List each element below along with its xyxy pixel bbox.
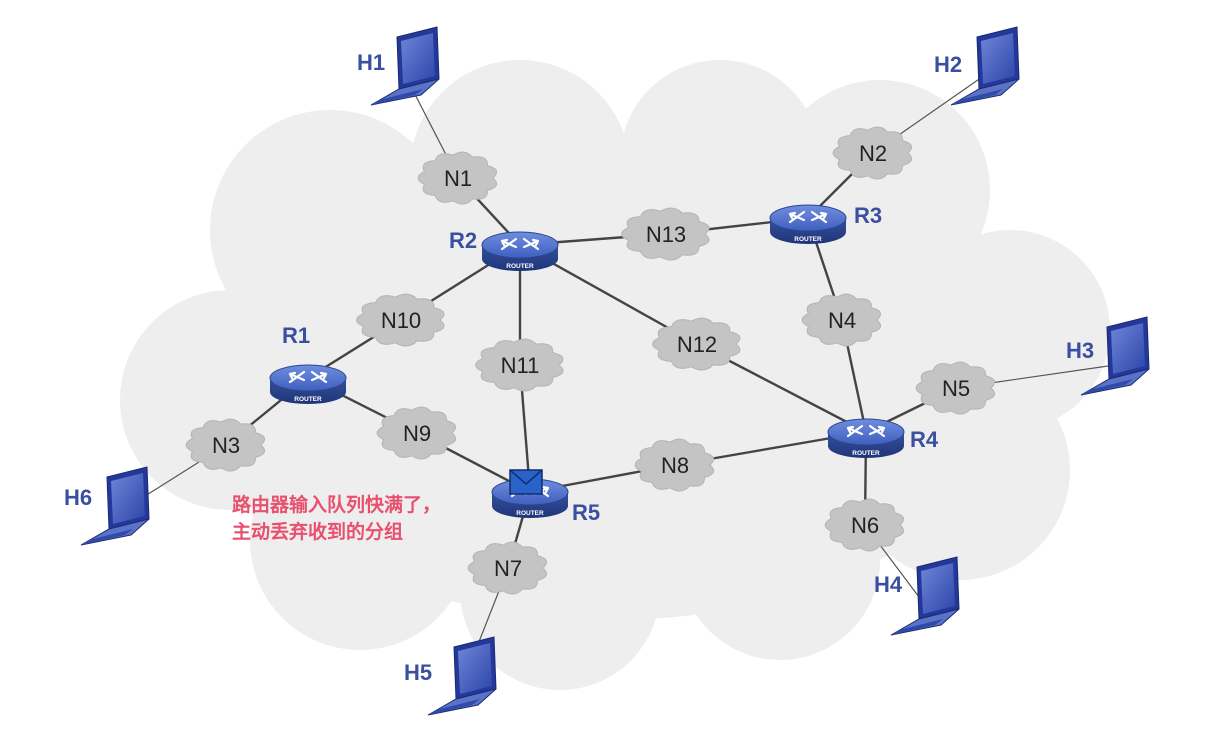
host-h1: H1 [357, 26, 440, 106]
network-cloud-shape [376, 406, 457, 460]
network-label: N10 [381, 308, 421, 333]
network-n6: N6 [824, 498, 905, 552]
network-n1: N1 [417, 151, 498, 205]
drop-annotation: 路由器输入队列快满了， 主动丢弃收到的分组 [232, 492, 441, 546]
router-badge: ROUTER [516, 510, 544, 517]
host-label: H4 [874, 572, 903, 597]
network-n12: N12 [652, 317, 741, 371]
network-cloud-shape [417, 151, 498, 205]
host-h6: H6 [64, 466, 150, 546]
host-label: H1 [357, 50, 385, 75]
network-label: N12 [677, 332, 717, 357]
network-cloud-shape [915, 361, 996, 415]
network-cloud-shape [621, 207, 710, 261]
router-r1: ROUTER R1 [269, 323, 347, 404]
network-n4: N4 [801, 293, 882, 347]
host-h2: H2 [934, 26, 1020, 106]
router-label: R3 [854, 203, 882, 228]
router-r3: ROUTER R3 [769, 203, 882, 244]
network-cloud-shape [475, 338, 564, 392]
host-label: H3 [1066, 338, 1094, 363]
laptop-icon [427, 636, 497, 716]
host-h3: H3 [1066, 316, 1150, 396]
network-cloud-shape [652, 317, 741, 371]
network-n13: N13 [621, 207, 710, 261]
network-label: N9 [403, 421, 431, 446]
network-n11: N11 [475, 338, 564, 392]
router-r4: ROUTER R4 [827, 418, 939, 458]
network-label: N6 [851, 513, 879, 538]
network-cloud-shape [634, 438, 715, 492]
packet-envelope-icon [509, 469, 543, 495]
host-h5: H5 [404, 636, 497, 716]
host-label: H6 [64, 485, 92, 510]
router-r2: ROUTER R2 [449, 228, 559, 271]
network-label: N1 [444, 166, 472, 191]
router-badge: ROUTER [794, 236, 822, 243]
laptop-icon [890, 556, 960, 636]
network-label: N8 [661, 453, 689, 478]
router-arrows-icon [288, 370, 328, 384]
network-label: N3 [212, 433, 240, 458]
router-top [481, 231, 559, 259]
router-label: R5 [572, 500, 600, 525]
network-label: N13 [646, 222, 686, 247]
network-n10: N10 [356, 293, 445, 347]
network-cloud-shape [356, 293, 445, 347]
network-cloud-shape [832, 126, 913, 180]
router-label: R1 [282, 323, 310, 348]
router-arrows-icon [788, 210, 828, 224]
router-arrows-icon [500, 237, 540, 251]
network-n5: N5 [915, 361, 996, 415]
network-label: N7 [494, 556, 522, 581]
router-badge: ROUTER [294, 396, 322, 403]
background-cloud [120, 60, 1110, 690]
network-n2: N2 [832, 126, 913, 180]
annotation-line-1: 路由器输入队列快满了， [232, 494, 442, 516]
router-top [827, 418, 905, 446]
laptop-icon [1080, 316, 1150, 396]
host-label: H2 [934, 52, 962, 77]
host-label: H5 [404, 660, 432, 685]
network-cloud-shape [467, 541, 548, 595]
network-label: N5 [942, 376, 970, 401]
network-n8: N8 [634, 438, 715, 492]
network-cloud-shape [801, 293, 882, 347]
network-label: N2 [859, 141, 887, 166]
router-arrows-icon [846, 424, 886, 438]
router-top [769, 204, 847, 232]
host-h4: H4 [874, 556, 960, 636]
network-cloud-shape [185, 418, 266, 472]
router-badge: ROUTER [852, 450, 880, 457]
network-cloud-shape [824, 498, 905, 552]
laptop-icon [370, 26, 440, 106]
network-n7: N7 [467, 541, 548, 595]
router-top [269, 364, 347, 392]
network-n3: N3 [185, 418, 266, 472]
network-label: N4 [828, 308, 856, 333]
laptop-icon [80, 466, 150, 546]
router-r5: ROUTER R5 [491, 469, 600, 525]
annotation-line-2: 主动丢弃收到的分组 [232, 521, 404, 543]
network-label: N11 [501, 353, 540, 378]
network-n9: N9 [376, 406, 457, 460]
router-badge: ROUTER [506, 263, 534, 270]
laptop-icon [950, 26, 1020, 106]
router-label: R2 [449, 228, 477, 253]
router-label: R4 [910, 427, 939, 452]
